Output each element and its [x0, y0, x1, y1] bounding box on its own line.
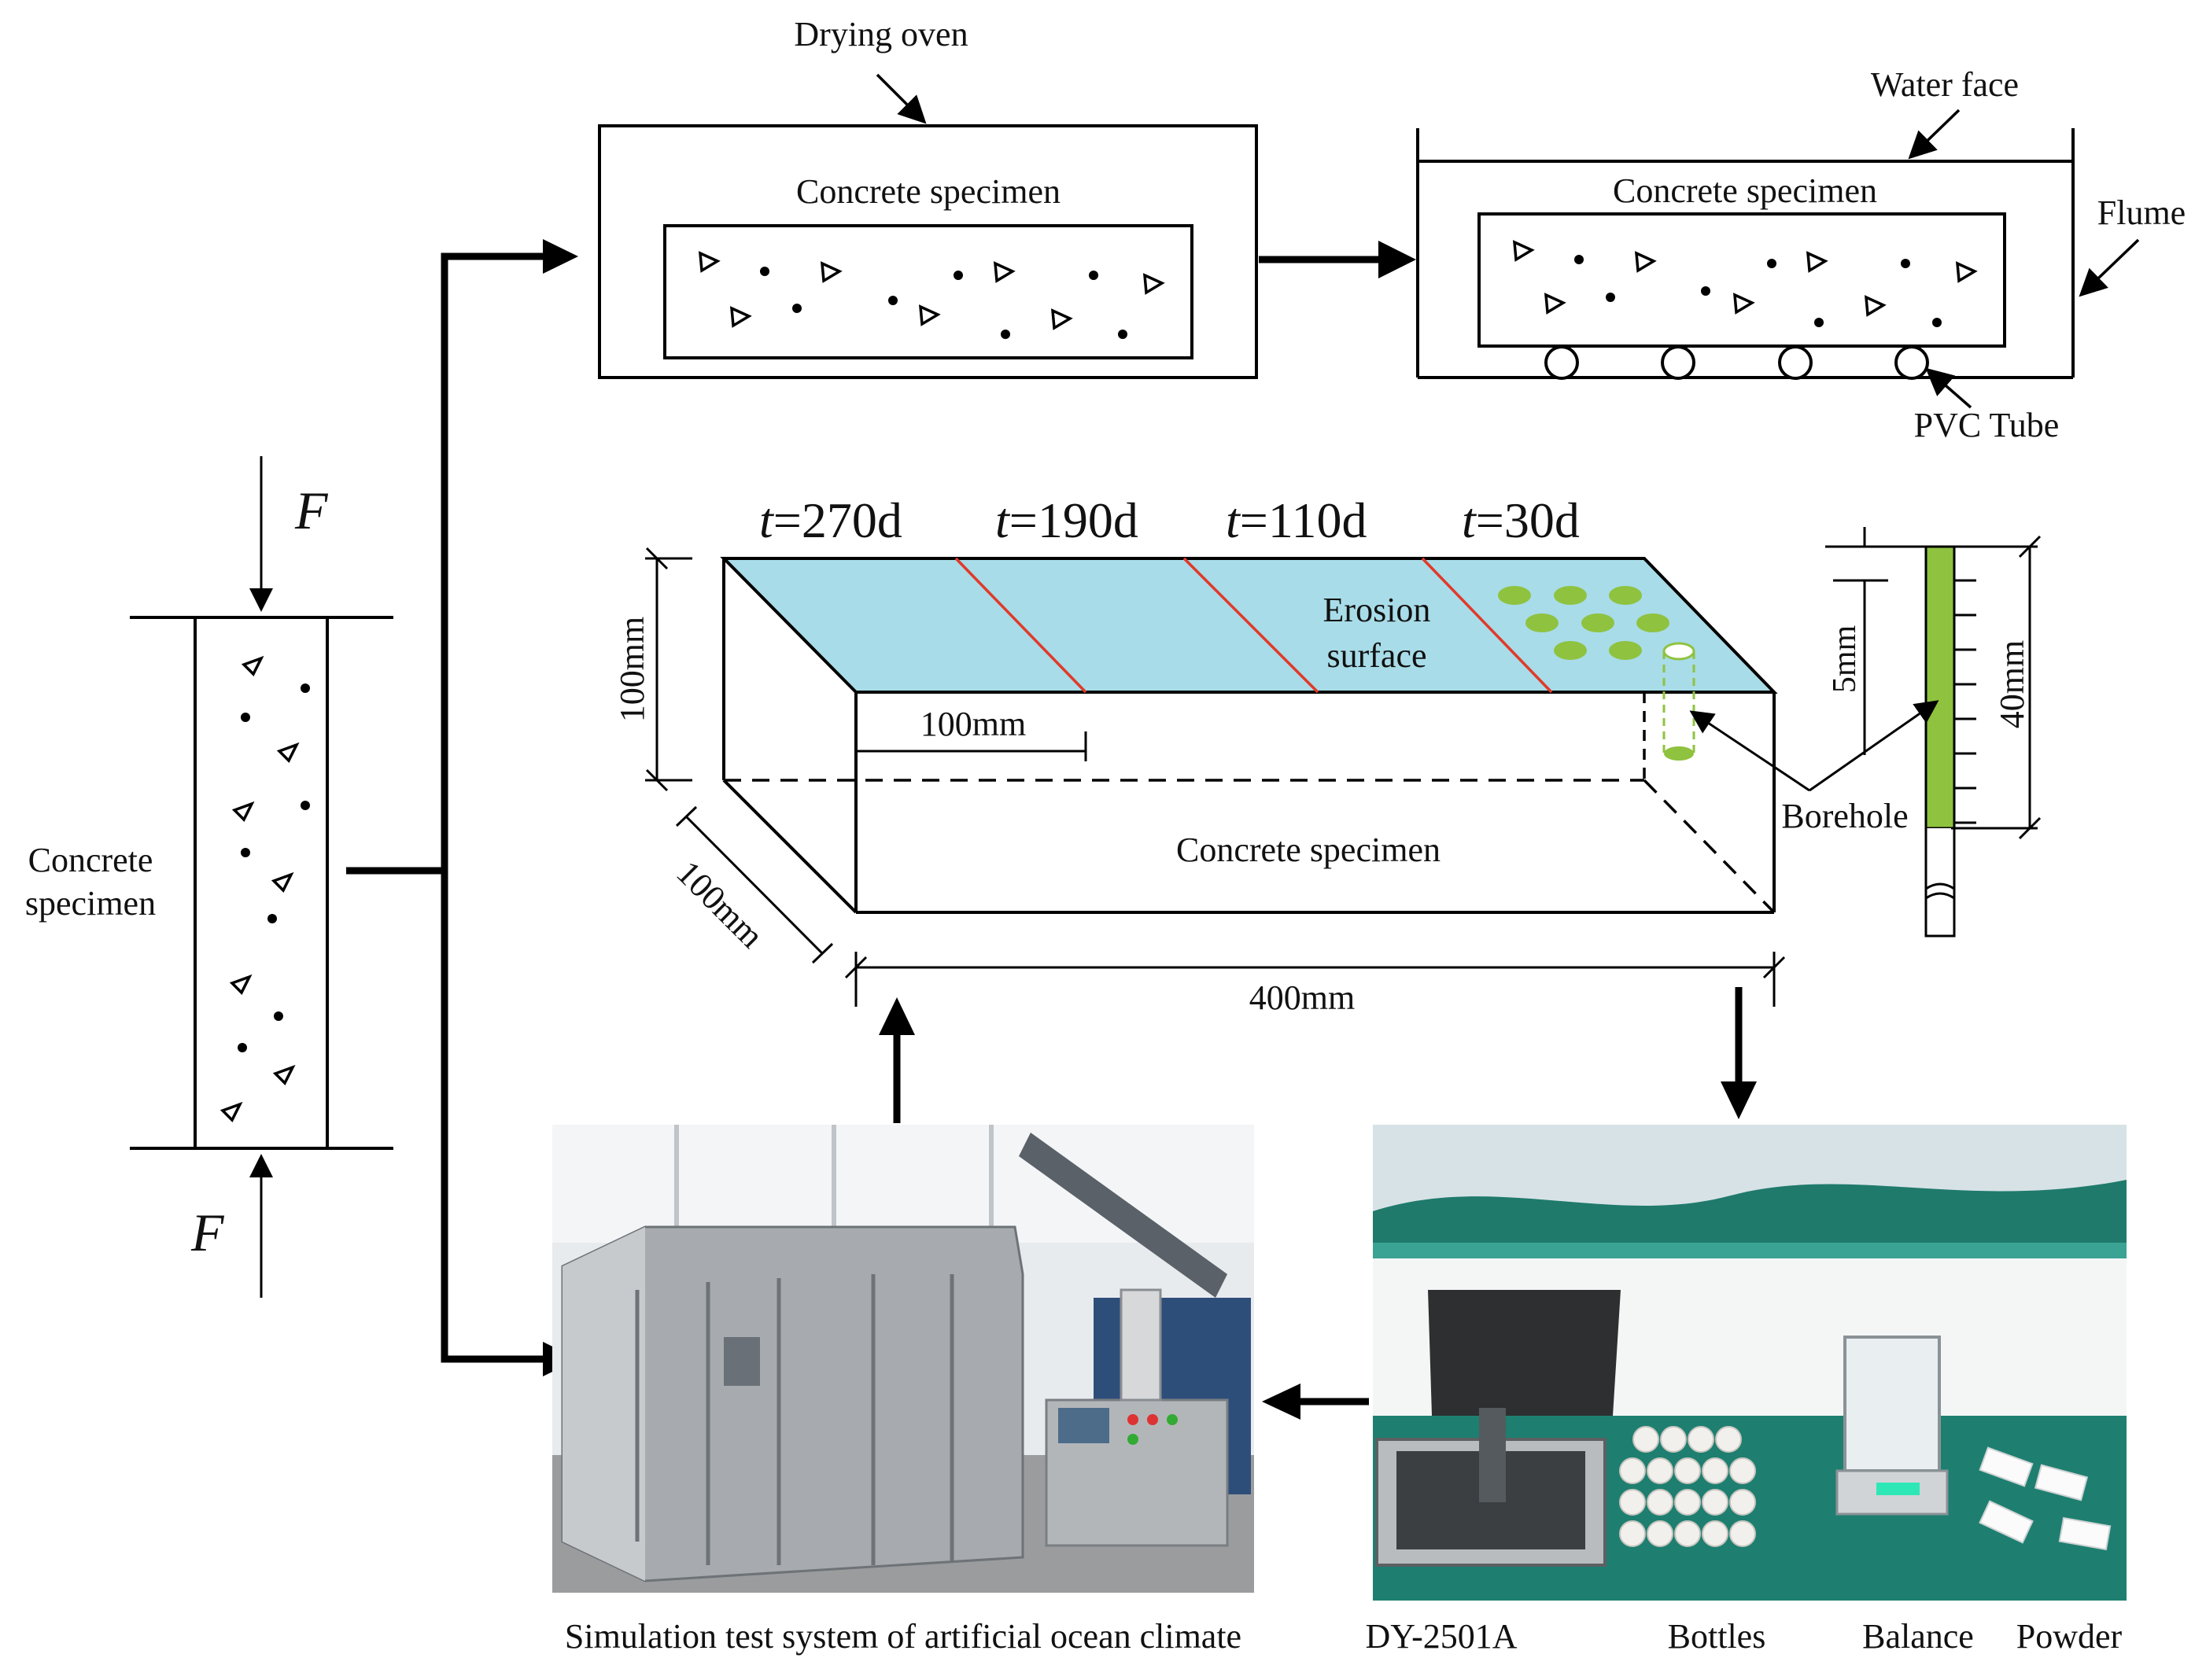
pvc-tube-label: PVC Tube: [1914, 406, 2060, 444]
dim-height-label: 100mm: [613, 617, 651, 722]
flume-specimen: [1477, 212, 2006, 348]
pvc-tubes: [1544, 345, 1929, 380]
time-dividers: [954, 557, 1553, 694]
drying-oven: Concrete specimen Drying oven: [598, 15, 1258, 379]
borehole-label: Borehole: [1781, 797, 1908, 835]
dim-40mm-label: 40mm: [1993, 640, 2031, 728]
flow-connectors: [346, 239, 578, 1376]
concrete-label-line2: specimen: [25, 884, 156, 923]
drying-oven-label: Drying oven: [794, 15, 968, 53]
column-specimen: [194, 616, 329, 1150]
aggregate-dots: [238, 683, 310, 1052]
borehole-cylinder: [1662, 642, 1695, 761]
dim-length-label: 400mm: [1249, 978, 1355, 1017]
dy2501a-caption: DY-2501A: [1365, 1617, 1517, 1656]
dimension-lines: [645, 547, 1786, 1007]
balance-caption: Balance: [1862, 1617, 1974, 1656]
photo-lab-equipment: [1373, 1125, 2127, 1601]
borehole-column: [1924, 545, 1956, 830]
water-face-label: Water face: [1871, 65, 2019, 104]
photo-climate-chamber: [552, 1125, 1254, 1593]
time-label-30: t=30d: [1462, 492, 1580, 548]
sim-system-caption: Simulation test system of artificial oce…: [565, 1617, 1241, 1656]
aggregate-marks: [219, 655, 300, 1122]
erosion-surface: [720, 557, 1778, 694]
flume-label: Flume: [2097, 193, 2186, 232]
arrow-oven-to-flume: [1259, 241, 1416, 278]
dim-5mm-label: 5mm: [1827, 625, 1863, 694]
powder-caption: Powder: [2016, 1617, 2123, 1656]
time-label-110: t=110d: [1226, 492, 1367, 548]
specimen-3d-label: Concrete specimen: [1176, 831, 1441, 869]
cycle-arrows: [879, 987, 1757, 1420]
dim-segment-label: 100mm: [920, 705, 1026, 743]
erosion-label-line1: Erosion: [1323, 591, 1431, 629]
dim-depth-label: 100mm: [669, 853, 771, 956]
oven-specimen-label: Concrete specimen: [796, 172, 1061, 211]
time-label-270: t=270d: [759, 492, 902, 548]
borehole-gauge: 5mm 40mm Borehole: [1689, 527, 2042, 938]
loaded-specimen: F F Concrete specimen: [25, 456, 393, 1298]
force-label-bottom: F: [190, 1203, 225, 1262]
oven-specimen: [663, 224, 1193, 359]
flume: Concrete specimen Water face Flume PVC T…: [1416, 65, 2186, 444]
concrete-label-line1: Concrete: [28, 841, 153, 879]
bottles-caption: Bottles: [1668, 1617, 1766, 1656]
flume-specimen-label: Concrete specimen: [1613, 171, 1877, 210]
time-label-190: t=190d: [995, 492, 1138, 548]
erosion-label-line2: surface: [1326, 636, 1426, 675]
force-label-top: F: [294, 481, 329, 540]
specimen-3d: Erosion surface Concrete specimen t=270d…: [613, 492, 1786, 1017]
sample-spots: [1498, 586, 1669, 660]
